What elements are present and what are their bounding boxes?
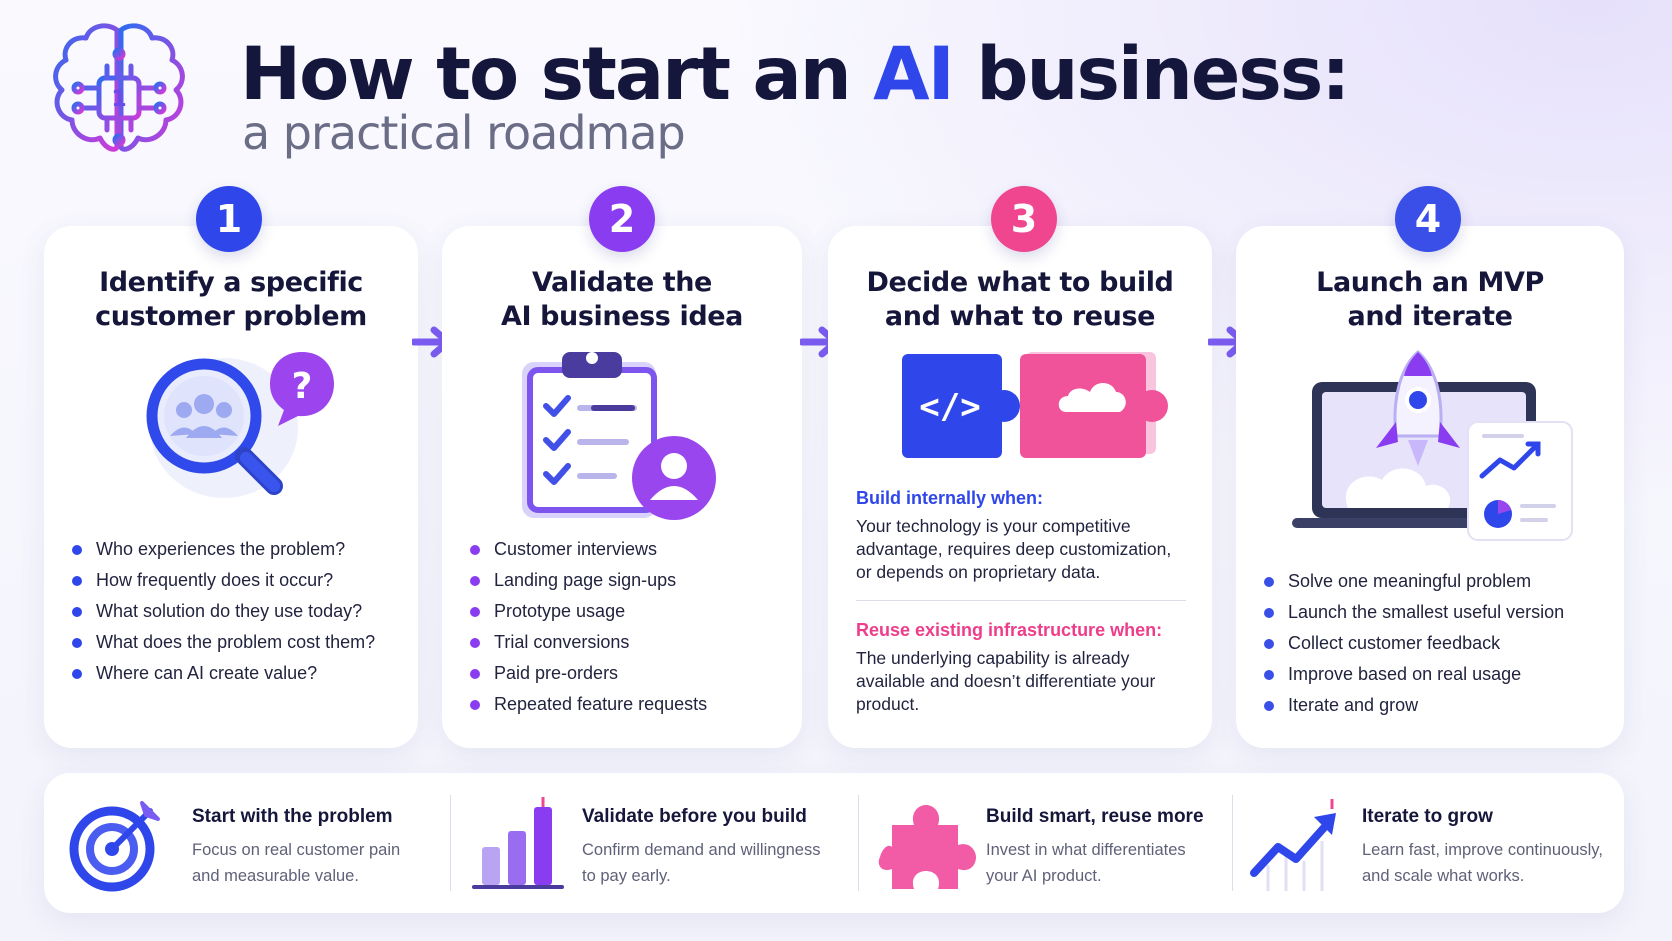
reuse-heading: Reuse existing infrastructure when:	[856, 620, 1163, 640]
code-symbol: </>	[919, 387, 980, 427]
puzzle-piece-icon	[878, 805, 976, 889]
list-item: Launch the smallest useful version	[1264, 597, 1564, 628]
step-badge-4: 4	[1395, 186, 1461, 252]
list-item: What does the problem cost them?	[72, 627, 375, 658]
list-item: Improve based on real usage	[1264, 659, 1564, 690]
step-card-3: Decide what to build and what to reuse <…	[828, 226, 1212, 748]
laptop-rocket-chart-icon	[1292, 349, 1573, 541]
list-item: Collect customer feedback	[1264, 628, 1564, 659]
list-item: Who experiences the problem?	[72, 534, 375, 565]
reuse-text: The underlying capability is already ava…	[856, 648, 1156, 714]
list-item: Trial conversions	[470, 627, 707, 658]
footer-title: Start with the problem	[192, 806, 393, 827]
step-card-2: Validate the AI business idea Customer i…	[442, 226, 802, 748]
brain-chip-icon: 1	[53, 23, 185, 152]
list-item: How frequently does it occur?	[72, 565, 375, 596]
puzzle-code-cloud-icon: </>	[902, 352, 1168, 458]
step-badge-3: 3	[991, 186, 1057, 252]
build-heading: Build internally when:	[856, 488, 1044, 508]
footer-item-4: Iterate to grow Learn fast, improve cont…	[1232, 773, 1624, 913]
footer-desc: Confirm demand and willingness to pay ea…	[582, 841, 821, 885]
list-item: Iterate and grow	[1264, 690, 1564, 721]
list-item: Landing page sign-ups	[470, 565, 707, 596]
step-card-4: Launch an MVP and iterate Solve one mean…	[1236, 226, 1624, 748]
footer-item-2: Validate before you build Confirm demand…	[450, 773, 850, 913]
footer-title: Validate before you build	[582, 806, 807, 827]
step-1-bullets: Who experiences the problem? How frequen…	[72, 534, 375, 689]
logo-chip-label: 1	[111, 87, 126, 112]
page-title: How to start an AI business:	[240, 32, 1350, 117]
step-title: Launch an MVP and iterate	[1316, 267, 1544, 332]
footer-separator	[450, 795, 451, 891]
list-item: Where can AI create value?	[72, 658, 375, 689]
step-title: Identify a specific customer problem	[95, 267, 367, 332]
list-item: Repeated feature requests	[470, 689, 707, 720]
footer-title: Build smart, reuse more	[986, 806, 1204, 827]
step-card-1: Identify a specific customer problem ? W…	[44, 226, 418, 748]
page-subtitle: a practical roadmap	[242, 106, 686, 160]
footer-desc: Invest in what differentiates your AI pr…	[986, 841, 1186, 885]
step-4-bullets: Solve one meaningful problem Launch the …	[1264, 566, 1564, 721]
footer-item-1: Start with the problem Focus on real cus…	[44, 773, 444, 913]
list-item: Solve one meaningful problem	[1264, 566, 1564, 597]
step-title: Validate the AI business idea	[500, 267, 743, 332]
step-badge-1: 1	[196, 186, 262, 252]
clipboard-checklist-user-icon	[522, 352, 716, 520]
question-mark: ?	[292, 366, 313, 407]
header: 1 How to start an AI business: a practic…	[44, 18, 1544, 168]
list-item: Paid pre-orders	[470, 658, 707, 689]
list-item: What solution do they use today?	[72, 596, 375, 627]
step-title: Decide what to build and what to reuse	[866, 267, 1174, 332]
bar-chart-icon	[472, 797, 564, 889]
target-icon	[69, 801, 160, 892]
footer-desc: Learn fast, improve continuously, and sc…	[1362, 841, 1603, 885]
footer-separator	[1232, 795, 1233, 891]
trend-up-icon	[1250, 799, 1336, 891]
list-item: Customer interviews	[470, 534, 707, 565]
footer-separator	[858, 795, 859, 891]
step-2-bullets: Customer interviews Landing page sign-up…	[470, 534, 707, 720]
step-badge-2: 2	[589, 186, 655, 252]
magnifier-people-question-icon: ?	[146, 352, 334, 498]
footer-title: Iterate to grow	[1362, 806, 1493, 827]
footer-item-3: Build smart, reuse more Invest in what d…	[858, 773, 1228, 913]
footer-desc: Focus on real customer pain and measurab…	[192, 841, 401, 885]
footer-summary: Start with the problem Focus on real cus…	[44, 773, 1624, 913]
section-divider	[856, 600, 1186, 601]
build-text: Your technology is your competitive adva…	[856, 516, 1172, 582]
list-item: Prototype usage	[470, 596, 707, 627]
